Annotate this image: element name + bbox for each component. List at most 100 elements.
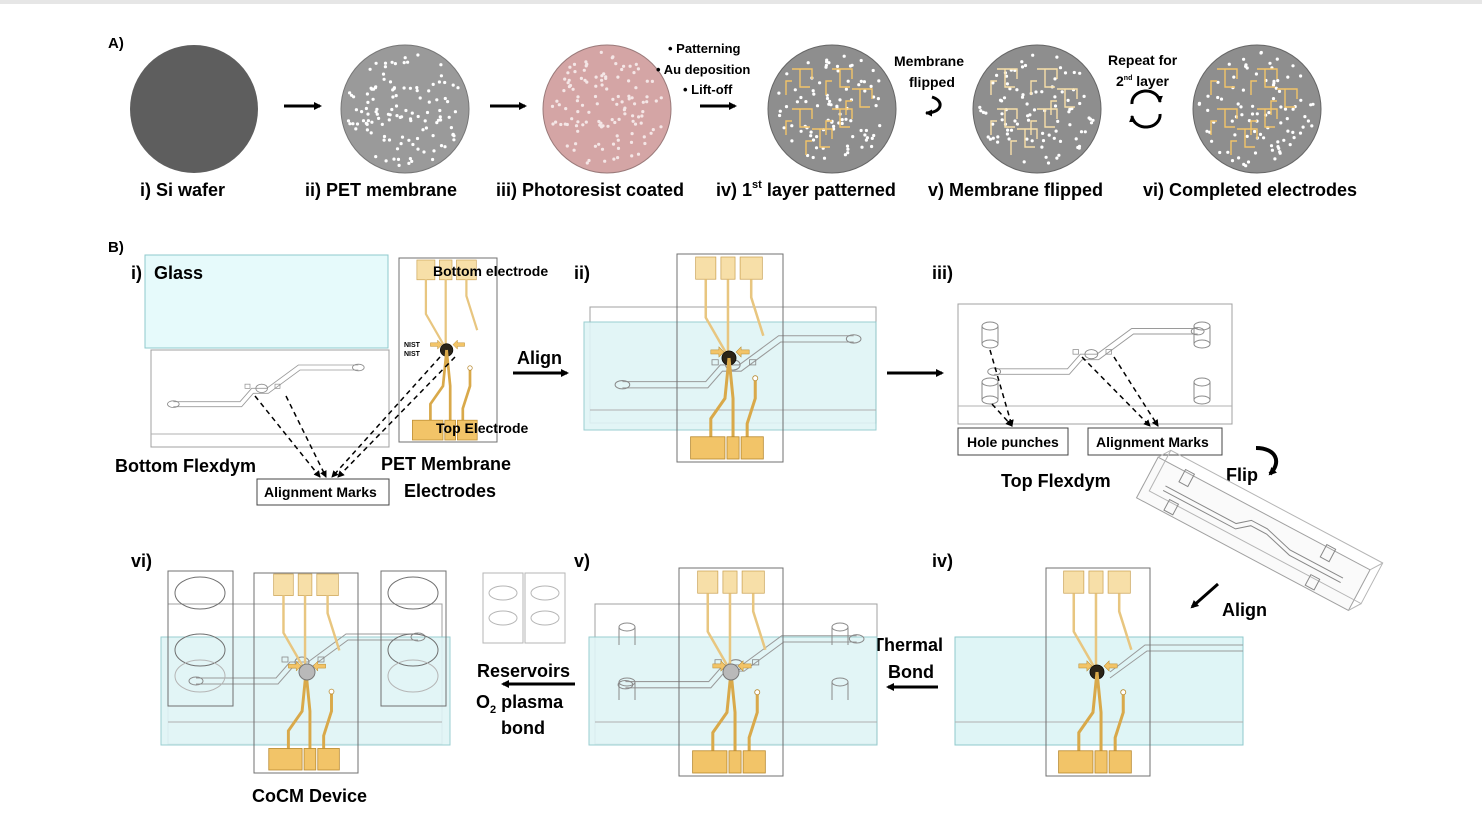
step-iii-numeral: iii): [932, 263, 953, 283]
pore-dot: [1066, 98, 1070, 102]
pore-dot: [1237, 156, 1241, 160]
electrode-trace: [1270, 88, 1298, 115]
pore-dot: [584, 120, 588, 124]
pore-dot: [818, 81, 822, 85]
pore-dot: [557, 103, 561, 107]
pore-dot: [565, 144, 569, 148]
pore-dot: [403, 56, 407, 60]
pore-dot: [571, 87, 575, 91]
pore-dot: [1013, 119, 1017, 123]
stage-vi-label: vi) Completed electrodes: [1143, 180, 1357, 200]
step-ii-numeral: ii): [574, 263, 590, 283]
pore-dot: [587, 158, 591, 163]
pore-dot: [1015, 122, 1020, 126]
pore-dot: [1288, 143, 1292, 147]
pore-dot: [361, 119, 366, 123]
pore-dot: [572, 148, 576, 152]
pore-dot: [351, 122, 355, 126]
pore-dot: [1227, 62, 1231, 66]
pore-dot: [390, 60, 394, 64]
pore-dot: [651, 128, 655, 132]
pore-dot: [375, 107, 379, 111]
pore-dot: [637, 115, 641, 119]
pore-dot: [1282, 138, 1286, 142]
pore-dot: [391, 88, 395, 92]
pore-dot: [368, 67, 372, 71]
alignment-leaders-i: [254, 356, 456, 478]
pore-dot: [1053, 77, 1057, 81]
pore-dot: [1041, 139, 1046, 143]
plasma-label: O2 plasma: [476, 692, 564, 716]
bonded-window-vi: [298, 663, 316, 681]
pore-dot: [840, 121, 844, 126]
pore-dot: [1250, 112, 1255, 116]
hole-punches-box: [957, 427, 1069, 456]
pore-dot: [870, 144, 874, 149]
alignment-marks-box-i: [256, 478, 390, 506]
pore-dot: [1279, 121, 1283, 125]
reservoirs-label: Reservoirs: [477, 661, 570, 681]
pore-dot: [859, 58, 863, 63]
pore-dot: [860, 145, 864, 149]
pore-dot: [438, 115, 442, 119]
pore-dot: [1044, 155, 1048, 159]
membrane-flipped-note-1: Membrane: [894, 53, 964, 69]
pore-dot: [1077, 144, 1082, 148]
pore-dot: [622, 64, 626, 68]
pore-dot: [406, 60, 410, 64]
pore-dot: [814, 146, 819, 150]
pore-dot: [424, 126, 428, 130]
pore-dot: [393, 62, 397, 66]
pore-dot: [402, 86, 406, 90]
electrode-trace: [845, 88, 873, 115]
bullet-patterning: • Patterning: [668, 41, 741, 56]
pore-dot: [398, 115, 402, 119]
pore-dot: [451, 83, 455, 87]
pore-dot: [659, 96, 663, 100]
pore-dot: [435, 98, 439, 102]
pore-dot: [1005, 132, 1010, 136]
electrode-trace: [825, 68, 853, 95]
pore-dot: [584, 60, 588, 64]
pore-dot: [439, 63, 443, 67]
pore-dot: [1291, 130, 1295, 134]
pore-dot: [632, 71, 636, 75]
bullet-au-deposition: • Au deposition: [656, 62, 750, 77]
pore-dot: [415, 86, 419, 90]
pore-dot: [615, 102, 619, 106]
pore-dot: [849, 119, 853, 123]
pore-dot: [829, 103, 833, 107]
pore-dot: [593, 94, 598, 99]
align-label: Align: [517, 348, 562, 368]
pore-dot: [1025, 102, 1029, 106]
pore-dot: [645, 79, 649, 83]
pore-dot: [388, 80, 393, 84]
pore-dot: [383, 65, 387, 69]
pore-dot: [384, 159, 388, 163]
pore-dot: [1245, 134, 1249, 138]
pore-dot: [611, 55, 615, 59]
pore-dot: [846, 147, 850, 151]
membrane-flipped-note-2: flipped: [909, 74, 955, 90]
pore-dot: [659, 125, 663, 129]
pore-dot: [1253, 151, 1258, 155]
pore-dot: [790, 139, 794, 143]
pore-dot: [427, 89, 431, 93]
pore-dot: [562, 89, 566, 93]
pore-dot: [1269, 144, 1274, 148]
pore-dot: [1068, 123, 1072, 127]
pore-dot: [851, 135, 855, 139]
pore-dot: [778, 109, 782, 113]
pore-dot: [1005, 82, 1010, 86]
pore-dot: [1079, 130, 1084, 134]
pore-dot: [1022, 160, 1026, 164]
flipped-slab-3d: [1135, 449, 1384, 612]
pore-dot: [587, 110, 591, 114]
pore-dot: [400, 135, 405, 139]
panel-b-label: B): [108, 239, 124, 256]
align-arrow-iv: [1190, 582, 1219, 609]
pore-dot: [799, 95, 803, 100]
pore-dot: [1025, 137, 1029, 141]
top-electrode-label: Top Electrode: [436, 420, 529, 436]
pore-dot: [1063, 71, 1068, 75]
